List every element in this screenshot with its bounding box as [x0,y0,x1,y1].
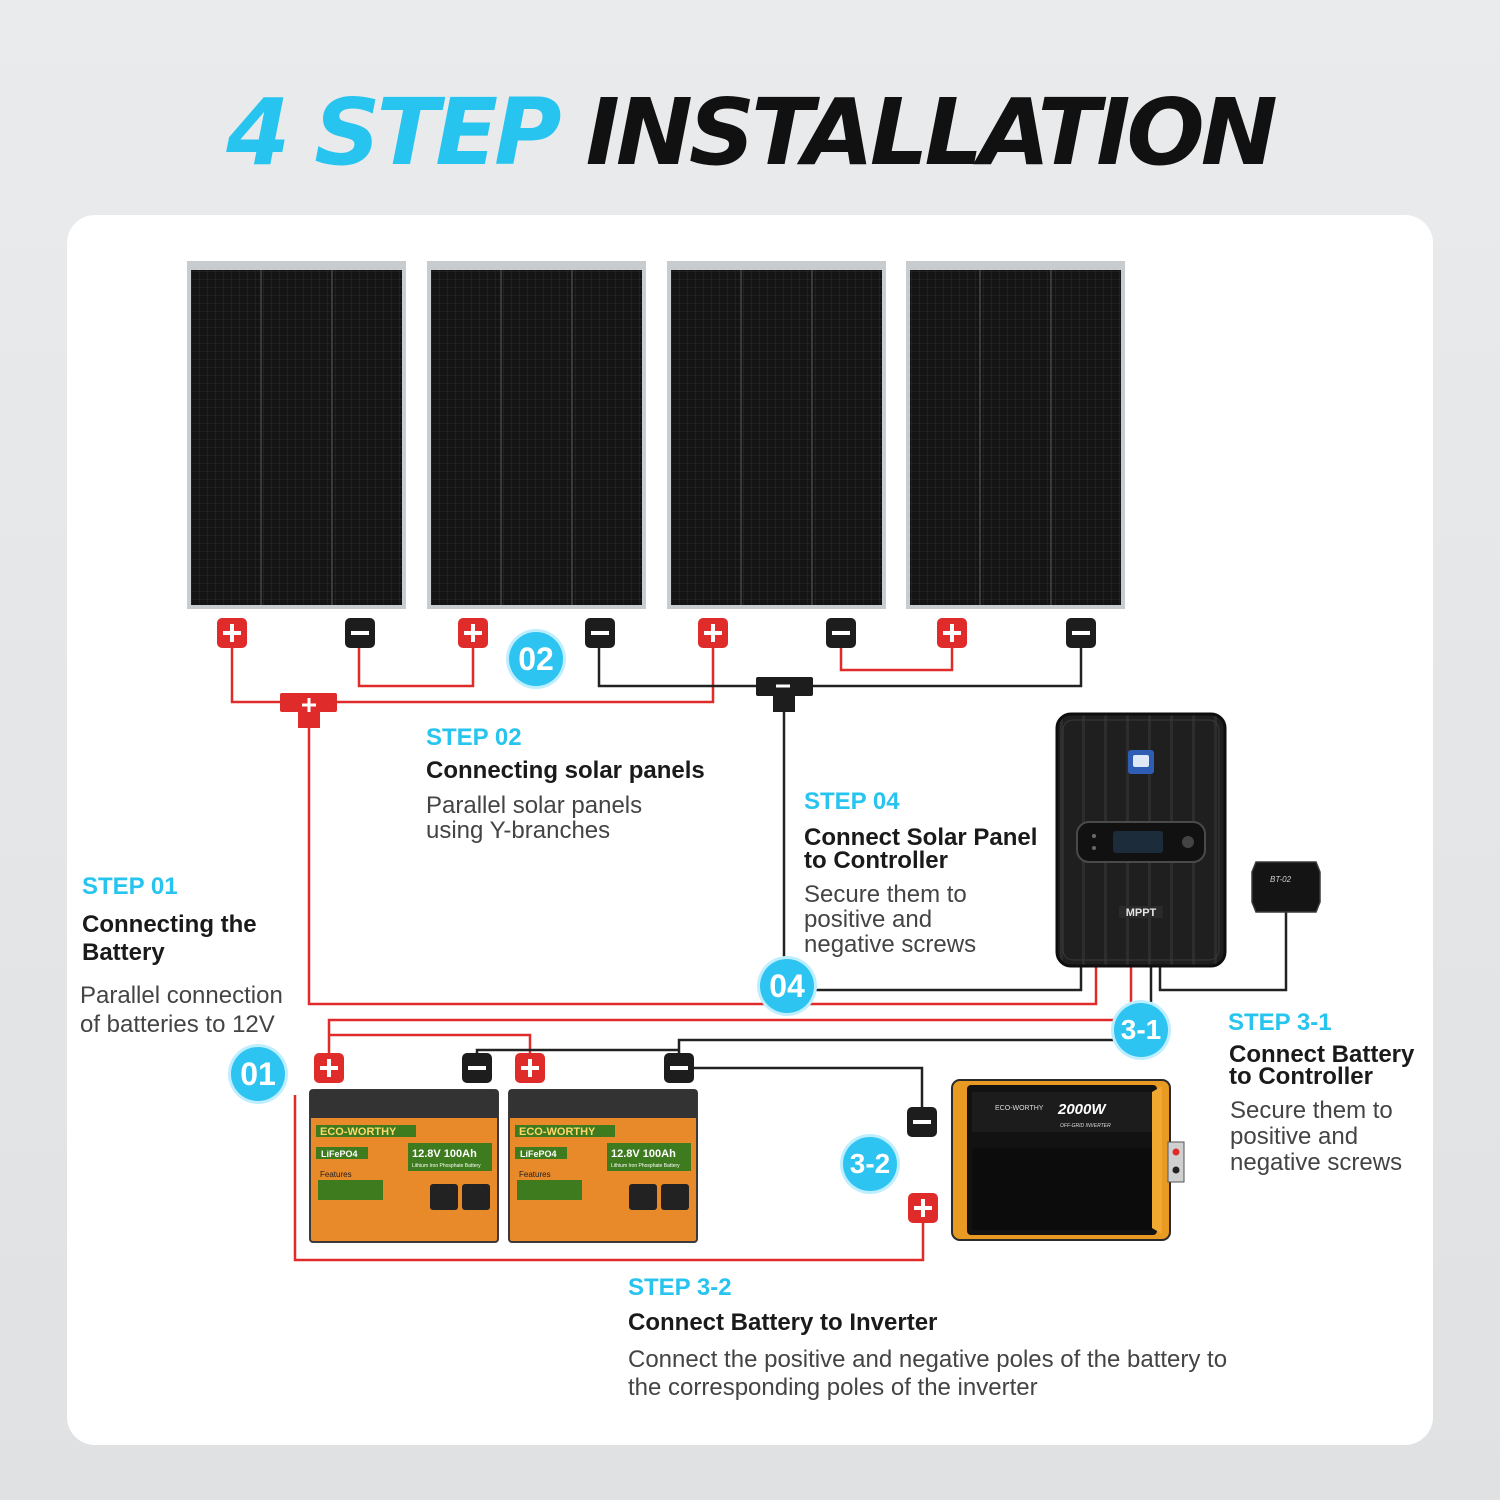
badge-step-02: 02 [509,632,563,686]
battery-1-rating: 12.8V 100Ah [412,1148,477,1160]
inverter-power: 2000W [1057,1101,1107,1118]
step-01-title: STEP 01 [82,873,178,900]
battery-1-subtitle: Lithium Iron Phosphate Battery [412,1163,481,1169]
inverter: ECO-WORTHY 2000W OFF-GRID INVERTER [951,1079,1185,1241]
battery-1-chemistry: LiFePO4 [321,1149,358,1159]
battery-2-features: Features [519,1170,551,1179]
battery-2: ECO-WORTHY LiFePO4 12.8V 100Ah Lithium I… [508,1089,698,1243]
step-02-heading: Connecting solar panels [426,757,705,784]
step-3-1-desc-line2: positive and [1230,1123,1359,1150]
step-02-title: STEP 02 [426,724,522,751]
red-wires [230,645,1133,1262]
step-01-heading-line2: Battery [82,939,165,966]
step-3-1-desc-line3: negative screws [1230,1149,1403,1176]
badge-step-04: 04 [760,959,814,1013]
title-highlight: 4 STEP [226,79,561,186]
mppt-controller: MPPT [1055,712,1227,968]
solar-panel-1 [187,261,406,609]
inverter-type: OFF-GRID INVERTER [1060,1123,1111,1129]
battery-2-subtitle: Lithium Iron Phosphate Battery [611,1163,680,1169]
step-04-heading-line1: Connect Solar Panel [804,824,1038,851]
y-branch-negative [756,677,813,712]
step-01-desc-line1: Parallel connection [80,982,283,1009]
y-branch-positive [280,693,337,728]
inverter-brand: ECO-WORTHY [995,1105,1044,1112]
step-02-desc-line1: Parallel solar panels [426,792,643,819]
positive-terminal-icons [217,618,967,1223]
battery-2-rating: 12.8V 100Ah [611,1148,676,1160]
page-title: 4 STEP INSTALLATION [0,78,1500,188]
controller-label: MPPT [1126,907,1157,919]
solar-panel-4 [906,261,1125,609]
badge-step-3-2: 3-2 [843,1137,897,1191]
battery-2-chemistry: LiFePO4 [520,1149,557,1159]
badge-step-01: 01 [231,1047,285,1101]
step-3-2-heading: Connect Battery to Inverter [628,1309,938,1336]
step-3-1-desc-line1: Secure them to [1230,1097,1393,1124]
step-3-1-title: STEP 3-1 [1228,1009,1332,1036]
battery-1-brand: ECO-WORTHY [320,1126,397,1138]
step-3-1-heading-line1: Connect Battery [1229,1041,1415,1068]
solar-panel-2 [427,261,646,609]
negative-terminal-icons [345,618,1096,1137]
step-04-desc-line3: negative screws [804,931,977,958]
step-04-heading-line2: to Controller [804,847,948,874]
step-04-title: STEP 04 [804,788,900,815]
bluetooth-module: BT-02 [1251,861,1321,913]
step-04-desc-line1: Secure them to [804,881,967,908]
step-01-desc-line2: of batteries to 12V [80,1011,275,1038]
battery-2-brand: ECO-WORTHY [519,1126,596,1138]
solar-panel-3 [667,261,886,609]
battery-1: ECO-WORTHY LiFePO4 12.8V 100Ah Lithium I… [309,1089,499,1243]
badge-step-3-1: 3-1 [1114,1003,1168,1057]
step-04-desc-line2: positive and [804,906,933,933]
step-01-heading-line1: Connecting the [82,911,257,938]
title-main: INSTALLATION [585,79,1278,186]
battery-1-features: Features [320,1170,352,1179]
step-3-1-heading-line2: to Controller [1229,1063,1373,1090]
bt-module-label: BT-02 [1270,875,1292,884]
step-02-desc-line2: using Y-branches [426,817,611,844]
step-3-2-desc-line1: Connect the positive and negative poles … [628,1346,1228,1373]
step-3-2-title: STEP 3-2 [628,1274,732,1301]
step-3-2-desc-line2: the corresponding poles of the inverter [628,1374,1038,1401]
